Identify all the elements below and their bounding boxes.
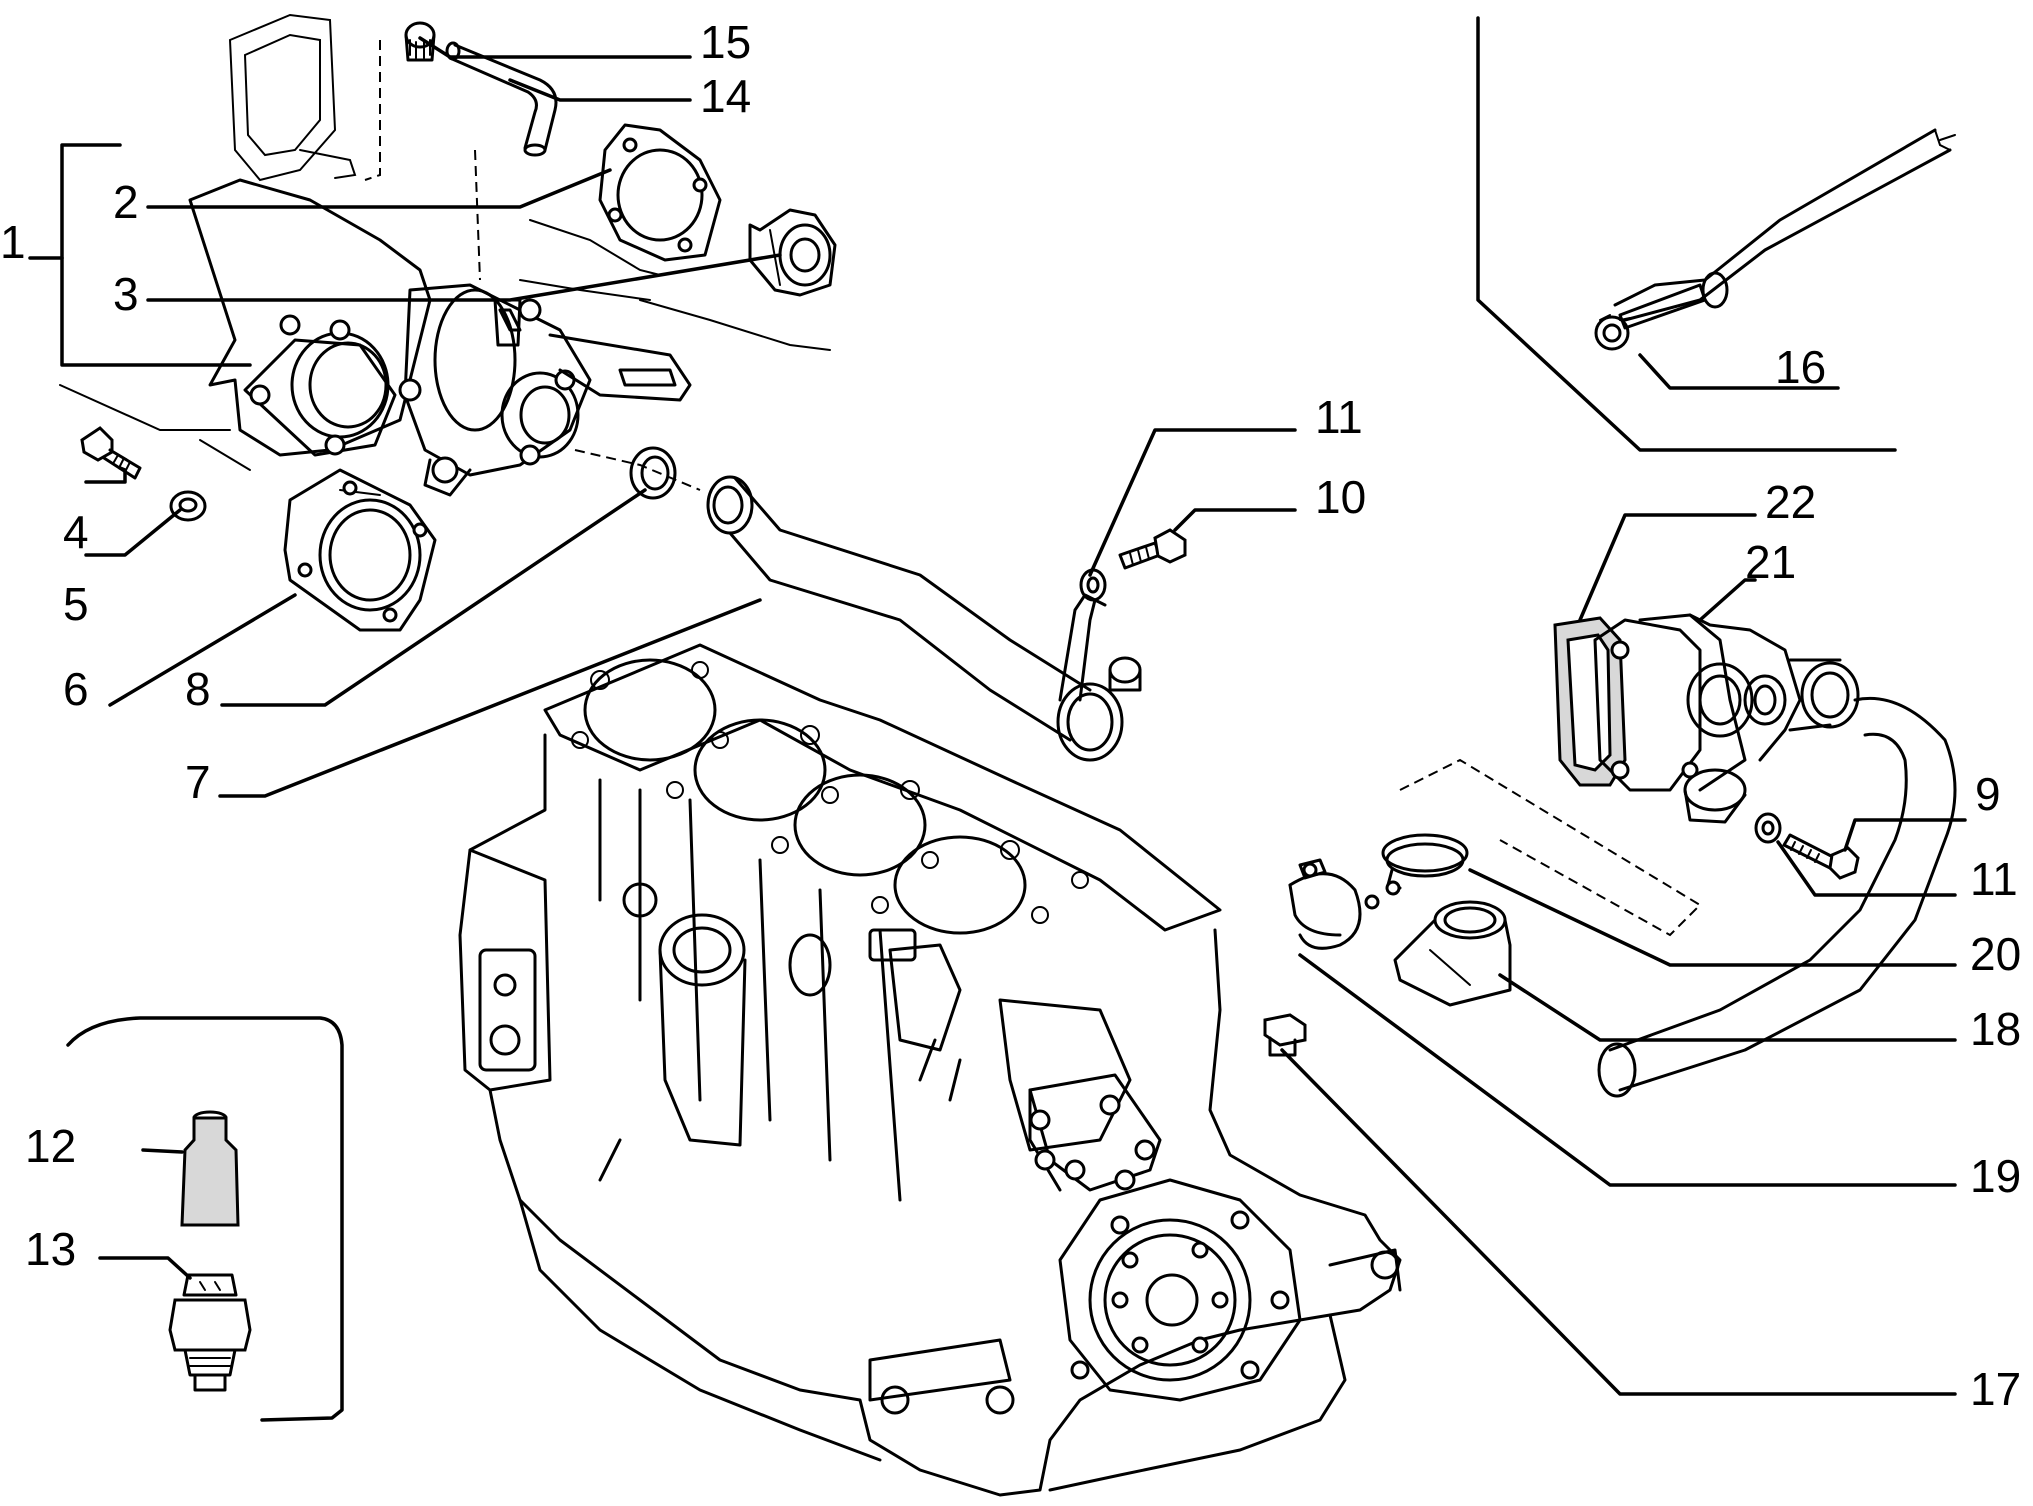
part-9-bolt xyxy=(1782,833,1860,880)
part-19-clamp xyxy=(1288,858,1380,950)
callout-label: 15 xyxy=(700,16,751,68)
callout-label: 18 xyxy=(1970,1003,2021,1055)
part-20-clamp xyxy=(1381,833,1469,896)
callout-label: 3 xyxy=(113,268,139,320)
part-3-pulley xyxy=(748,208,837,297)
part-13-sensor xyxy=(168,1273,252,1392)
bracket-group-1 xyxy=(28,143,252,367)
part-21-thermostat-housing xyxy=(1593,613,1860,824)
callout-label: 22 xyxy=(1765,476,1816,528)
part-11-washer-lower xyxy=(1754,812,1782,844)
bracket-inset-16 xyxy=(1476,16,1897,452)
part-17-plug xyxy=(1263,1013,1307,1057)
callout-label: 11 xyxy=(1315,391,1363,443)
callout-label: 5 xyxy=(63,578,89,630)
part-11-washer-upper xyxy=(1079,568,1107,602)
callout-labels: 1 2 3 4 5 6 7 8 9 10 11 11 12 13 14 15 1… xyxy=(0,16,2021,1415)
part-6-flange-gasket xyxy=(283,468,437,632)
part-14-bent-hose xyxy=(445,41,558,157)
part-4-bolt xyxy=(80,426,142,480)
hose-right xyxy=(1597,696,1957,1098)
water-pump-assembly xyxy=(59,13,831,497)
part-12-cap xyxy=(180,1110,240,1227)
callout-label: 2 xyxy=(113,176,139,228)
leader-lines xyxy=(84,36,1967,1396)
part-5-washer xyxy=(169,490,207,522)
callout-label: 6 xyxy=(63,663,89,715)
alignment-line-pipe xyxy=(574,449,701,491)
alignment-line-thermostat xyxy=(1399,758,1702,937)
callout-label: 19 xyxy=(1970,1150,2021,1202)
alignment-line-pump xyxy=(474,149,481,281)
part-7-coolant-pipe xyxy=(706,475,1142,762)
callout-label: 12 xyxy=(25,1120,76,1172)
callout-label: 10 xyxy=(1315,471,1366,523)
callout-label: 20 xyxy=(1970,928,2021,980)
alignment-line-top xyxy=(364,40,381,181)
callout-label: 16 xyxy=(1775,341,1826,393)
callout-label: 13 xyxy=(25,1223,76,1275)
callout-label: 17 xyxy=(1970,1363,2021,1415)
callout-label: 4 xyxy=(63,506,89,558)
bracket-inset-12-13 xyxy=(66,1016,344,1422)
callout-label: 7 xyxy=(185,756,211,808)
part-10-bolt xyxy=(1118,528,1187,570)
callout-label: 21 xyxy=(1745,536,1796,588)
part-15-ring-nut xyxy=(404,21,436,62)
inset-part-16 xyxy=(1594,128,1956,351)
callout-label: 14 xyxy=(700,70,751,122)
callout-label: 11 xyxy=(1970,853,2018,905)
engine-block xyxy=(458,643,1402,1497)
callout-label: 1 xyxy=(0,216,26,268)
callout-label: 8 xyxy=(185,663,211,715)
part-18-elbow-hose xyxy=(1393,900,1512,1007)
part-8-o-ring xyxy=(629,446,677,500)
callout-label: 9 xyxy=(1975,768,2001,820)
part-2-gasket xyxy=(598,123,722,262)
